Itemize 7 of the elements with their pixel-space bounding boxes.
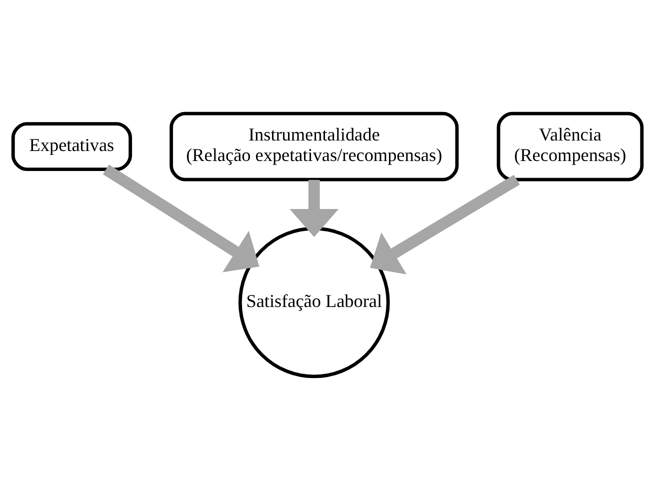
arrow: [102, 164, 260, 272]
node-box: Instrumentalidade (Relação expetativas/recompensas): [170, 112, 459, 182]
arrow: [290, 180, 339, 237]
arrow: [370, 174, 520, 274]
node-circle: Satisfação Laboral: [238, 226, 390, 378]
node-box: Expetativas: [11, 122, 132, 172]
node-box: Valência (Recompensas): [496, 112, 644, 182]
